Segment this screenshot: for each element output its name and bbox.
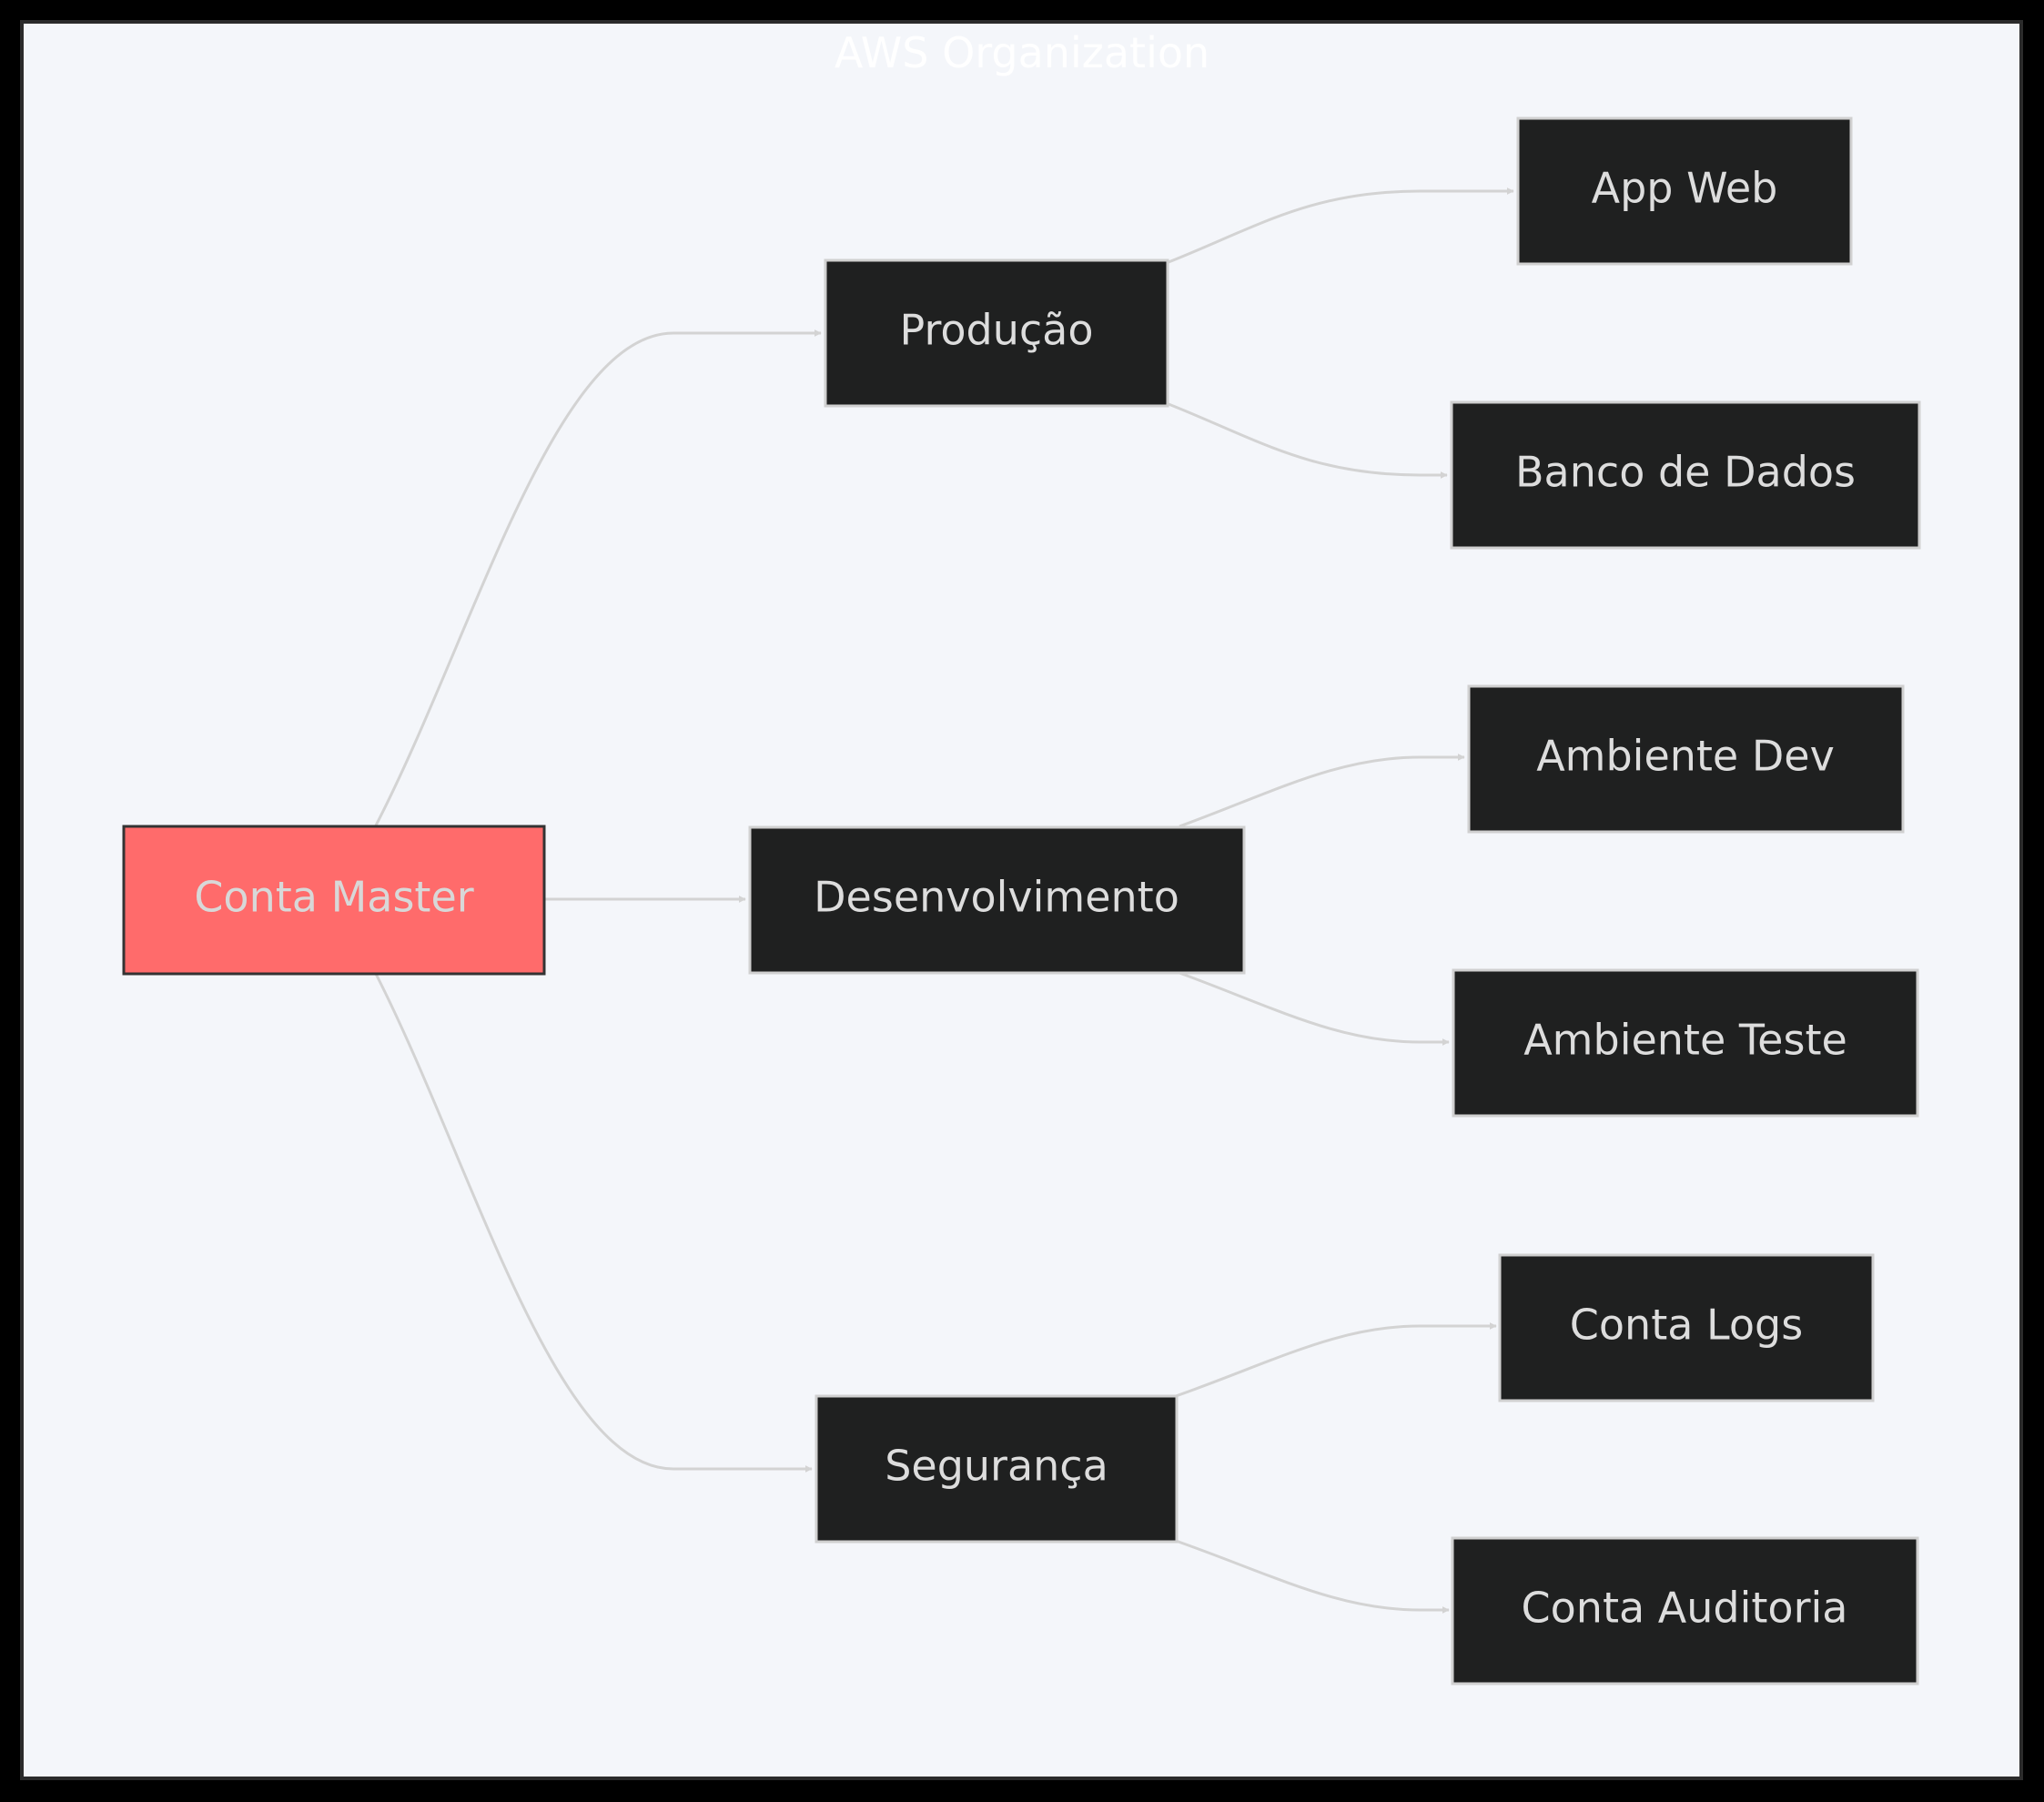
- node-ambiente-teste-box: [1452, 968, 1919, 1118]
- node-banco-de-dados-box: [1450, 400, 1921, 550]
- edge-producao-banco-dados: [1168, 402, 1448, 479]
- node-conta-logs-box: [1498, 1253, 1875, 1402]
- node-seguranca[interactable]: Segurança: [815, 1394, 1179, 1544]
- cluster-title: AWS Organization: [835, 28, 1209, 77]
- node-seguranca-label: Segurança: [885, 1442, 1108, 1491]
- node-producao-box: [824, 258, 1169, 408]
- node-ambiente-dev-box: [1467, 684, 1905, 834]
- edge-root-seguranca: [374, 973, 813, 1473]
- node-banco-de-dados-label: Banco de Dados: [1515, 448, 1856, 497]
- node-banco-de-dados[interactable]: Banco de Dados: [1450, 400, 1921, 550]
- edges: [374, 187, 1514, 1614]
- node-conta-logs[interactable]: Conta Logs: [1498, 1253, 1875, 1402]
- node-ambiente-dev[interactable]: Ambiente Dev: [1467, 684, 1905, 834]
- node-desenvolvimento[interactable]: Desenvolvimento: [748, 825, 1246, 975]
- edge-seguranca-conta-logs: [1175, 1322, 1497, 1398]
- edge-desenvolvimento-ambiente-teste: [1179, 971, 1450, 1046]
- node-conta-auditoria-label: Conta Auditoria: [1522, 1584, 1848, 1633]
- node-conta-auditoria[interactable]: Conta Auditoria: [1451, 1536, 1919, 1686]
- node-producao-label: Produção: [900, 306, 1094, 355]
- node-ambiente-teste-label: Ambiente Teste: [1523, 1016, 1847, 1065]
- edge-desenvolvimento-ambiente-dev: [1179, 754, 1465, 828]
- node-app-web-label: App Web: [1592, 164, 1778, 213]
- node-conta-master-label: Conta Master: [194, 873, 473, 922]
- node-conta-auditoria-box: [1451, 1536, 1919, 1686]
- node-conta-logs-label: Conta Logs: [1570, 1301, 1803, 1350]
- node-ambiente-dev-label: Ambiente Dev: [1536, 732, 1835, 781]
- edge-producao-app-web: [1168, 187, 1514, 264]
- node-desenvolvimento-box: [748, 825, 1246, 975]
- node-seguranca-box: [815, 1394, 1179, 1544]
- node-ambiente-teste[interactable]: Ambiente Teste: [1452, 968, 1919, 1118]
- node-producao[interactable]: Produção: [824, 258, 1169, 408]
- node-conta-master-box: [122, 825, 546, 976]
- node-conta-master[interactable]: Conta Master: [122, 825, 546, 976]
- node-app-web[interactable]: App Web: [1516, 116, 1853, 266]
- node-desenvolvimento-label: Desenvolvimento: [814, 873, 1179, 922]
- edge-root-producao: [374, 329, 822, 826]
- node-app-web-box: [1516, 116, 1853, 266]
- edge-seguranca-conta-auditoria: [1175, 1539, 1450, 1614]
